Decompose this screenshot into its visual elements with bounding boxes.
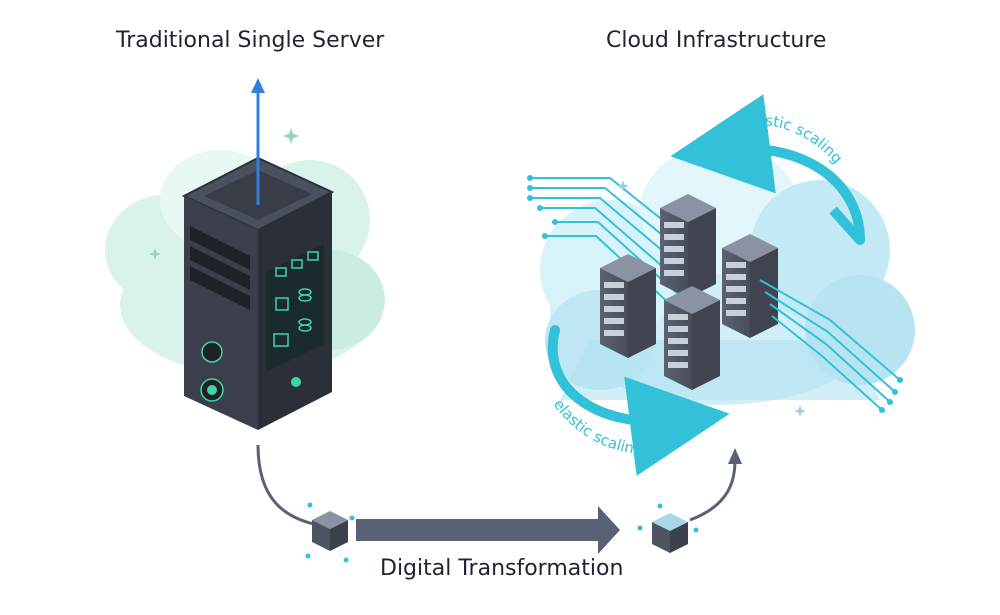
arrow-up-icon	[251, 78, 265, 205]
circular-arrow-icon	[547, 94, 865, 476]
right-panel-title: Cloud Infrastructure	[606, 28, 827, 53]
left-panel-title: Traditional Single Server	[116, 28, 385, 53]
mini-server-icon	[305, 502, 355, 563]
sparkle-icon	[149, 128, 299, 260]
server-tower-icon	[181, 156, 335, 430]
transformation-caption: Digital Transformation	[380, 556, 624, 581]
arrow-right-icon	[256, 444, 742, 554]
mini-server-icon	[637, 503, 699, 553]
